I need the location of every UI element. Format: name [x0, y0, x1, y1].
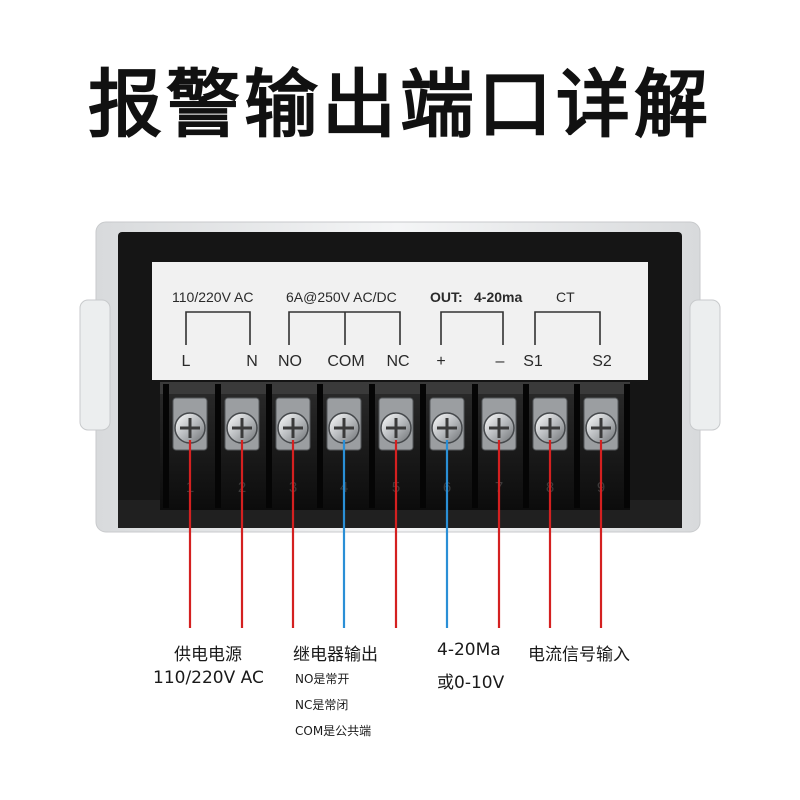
- ct-title: 电流信号输入: [528, 645, 630, 665]
- relay-com-note: COM是公共端: [295, 724, 372, 738]
- terminal-label-5: NC: [386, 353, 409, 370]
- out-group-prefix: OUT:: [430, 289, 463, 305]
- wires: [188, 440, 603, 628]
- terminal-label-6: +: [436, 353, 445, 370]
- relay-nc-note: NC是常闭: [295, 698, 349, 712]
- terminal-2[interactable]: 2: [215, 384, 260, 508]
- power-group-label: 110/220V AC: [172, 289, 253, 305]
- terminal-label-4: COM: [327, 353, 364, 370]
- terminal-label-7: –: [496, 353, 505, 370]
- out-group-value: 4-20ma: [474, 289, 522, 305]
- power-title: 供电电源: [174, 645, 242, 665]
- terminal-5[interactable]: 5: [369, 384, 414, 508]
- label-panel: 110/220V AC 6A@250V AC/DC OUT: 4-20ma CT…: [152, 262, 648, 380]
- terminal-label-8: S1: [523, 353, 543, 370]
- terminal-label-1: L: [182, 353, 191, 370]
- terminal-6[interactable]: 6: [420, 384, 465, 508]
- terminal-label-3: NO: [278, 353, 302, 370]
- terminal-label-2: N: [246, 353, 258, 370]
- page-title: 报警输出端口详解: [88, 62, 712, 148]
- terminal-7[interactable]: 7: [472, 384, 517, 508]
- terminal-label-9: S2: [592, 353, 612, 370]
- power-value: 110/220V AC: [153, 668, 264, 688]
- analog-title: 4-20Ma: [437, 640, 501, 660]
- relay-title: 继电器输出: [293, 645, 378, 665]
- relay-group-label: 6A@250V AC/DC: [286, 289, 397, 305]
- terminal-4[interactable]: 4: [317, 384, 362, 508]
- relay-no-note: NO是常开: [295, 672, 350, 686]
- ct-group-label: CT: [556, 289, 575, 305]
- analog-alt: 或0-10V: [437, 673, 505, 693]
